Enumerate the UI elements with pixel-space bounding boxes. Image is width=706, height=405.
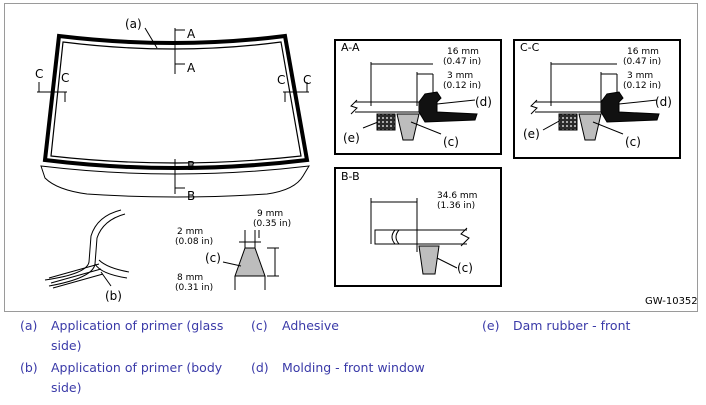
- section-cc-title: C-C: [520, 41, 540, 54]
- callout-a: (a): [125, 17, 142, 31]
- legend-item-c: (c) Adhesive: [251, 316, 461, 338]
- dim-bb-34mm-in: (1.36 in): [437, 201, 475, 211]
- legend-item-a: (a) Application of primer (glass side): [20, 316, 230, 360]
- diagram-svg: (a) A A B B C C C C (b) 9 mm (0.35 in) 2…: [35, 17, 697, 307]
- callout-c-aa: (c): [443, 135, 459, 149]
- legend-text: Application of primer (body side): [51, 360, 223, 395]
- dim-cc-3mm-in: (0.12 in): [623, 81, 661, 91]
- legend-text: Molding - front window: [282, 360, 425, 375]
- dim-aa-16mm-in: (0.47 in): [443, 57, 481, 67]
- legend-item-d: (d) Molding - front window: [251, 358, 461, 380]
- callout-e-cc: (e): [523, 127, 540, 141]
- callout-c-cc: (c): [625, 135, 641, 149]
- dim-bb-34mm: 34.6 mm: [437, 191, 477, 201]
- dim-2mm: 2 mm: [177, 227, 203, 237]
- legend: (a) Application of primer (glass side) (…: [0, 314, 706, 405]
- section-mark-b-top: B: [187, 159, 195, 173]
- dim-2mm-in: (0.08 in): [175, 237, 213, 247]
- dim-aa-3mm: 3 mm: [447, 71, 473, 81]
- legend-key: (a): [20, 318, 38, 333]
- section-bb-panel: [334, 167, 502, 287]
- section-mark-a-bottom: A: [187, 61, 196, 75]
- legend-key: (c): [251, 318, 268, 333]
- section-mark-c-left-inner: C: [61, 71, 69, 85]
- legend-text: Dam rubber - front: [513, 318, 631, 333]
- legend-item-e: (e) Dam rubber - front: [482, 316, 692, 338]
- legend-key: (d): [251, 360, 269, 375]
- legend-text: Application of primer (glass side): [51, 318, 224, 353]
- section-mark-c-right-outer: C: [303, 73, 311, 87]
- callout-d-cc: (d): [655, 95, 672, 109]
- dim-cc-16mm: 16 mm: [627, 47, 659, 57]
- dim-9mm-in: (0.35 in): [253, 219, 291, 229]
- section-cc-panel: [513, 39, 681, 159]
- legend-text: Adhesive: [282, 318, 339, 333]
- dim-9mm: 9 mm: [257, 209, 283, 219]
- legend-key: (e): [482, 318, 500, 333]
- callout-e-aa: (e): [343, 131, 360, 145]
- windshield-diagram: (a) A A B B C C C C (b) 9 mm (0.35 in) 2…: [4, 3, 698, 312]
- adhesive-bead-detail: [222, 230, 279, 290]
- figure-code: GW-10352: [645, 296, 697, 307]
- section-mark-c-right-inner: C: [277, 73, 285, 87]
- callout-c-bb: (c): [457, 261, 473, 275]
- section-aa-title: A-A: [341, 41, 360, 54]
- body-flange-detail: [44, 209, 130, 289]
- dim-cc-16mm-in: (0.47 in): [623, 57, 661, 67]
- callout-b: (b): [105, 289, 122, 303]
- dim-aa-16mm: 16 mm: [447, 47, 479, 57]
- legend-key: (b): [20, 360, 38, 375]
- dim-cc-3mm: 3 mm: [627, 71, 653, 81]
- section-aa-panel: [334, 39, 502, 155]
- callout-d-aa: (d): [475, 95, 492, 109]
- section-bb-title: B-B: [341, 170, 360, 183]
- dim-aa-3mm-in: (0.12 in): [443, 81, 481, 91]
- dim-8mm: 8 mm: [177, 273, 203, 283]
- section-mark-b-bottom: B: [187, 189, 195, 203]
- callout-c: (c): [205, 251, 221, 265]
- section-mark-c-left-outer: C: [35, 67, 43, 81]
- section-mark-a-top: A: [187, 27, 196, 41]
- dim-8mm-in: (0.31 in): [175, 283, 213, 293]
- legend-item-b: (b) Application of primer (body side): [20, 358, 230, 402]
